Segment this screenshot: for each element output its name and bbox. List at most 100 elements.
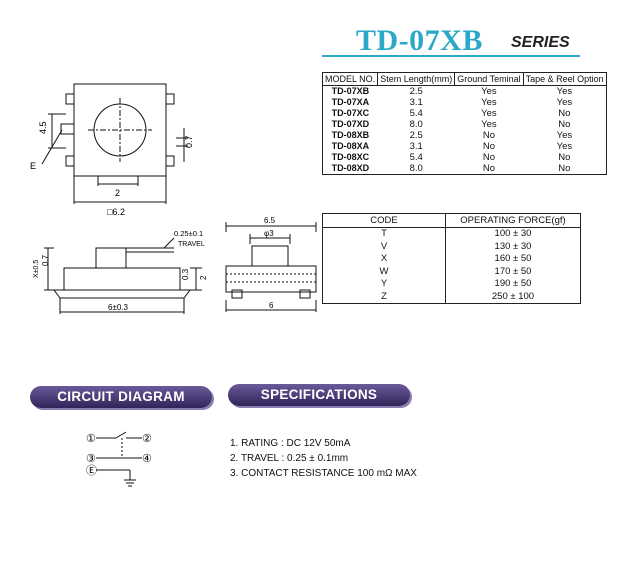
series-title: TD-07XB: [356, 24, 483, 57]
model-table-header: MODEL NO. Stem Length(mm) Ground Teminal…: [322, 72, 607, 86]
stem-cell: 8.0: [409, 163, 423, 174]
table-row: X 160 ± 50: [322, 253, 581, 266]
model-cell: TD-07XD: [331, 119, 370, 129]
dim-6-2: □6.2: [107, 207, 125, 217]
ground-cell: Yes: [481, 108, 497, 119]
circuit-diagram-banner: CIRCUIT DIAGRAM: [30, 386, 212, 408]
force-cell: 160 ± 50: [494, 253, 532, 264]
reel-cell: No: [558, 108, 571, 119]
spec-contact-resistance: 3. CONTACT RESISTANCE 100 mΩ MAX: [230, 468, 417, 479]
col-ground-terminal: Ground Teminal: [454, 72, 524, 86]
ground-cell: Yes: [481, 119, 497, 130]
side-view-drawing: 0.25±0.1 TRAVEL X±0.5 0.7 0.3 2 6±0.3: [33, 229, 208, 314]
dim-0-7: 0.7: [184, 135, 194, 148]
specifications-banner: SPECIFICATIONS: [228, 384, 410, 406]
reel-cell: Yes: [556, 130, 573, 141]
front-view-body: [225, 265, 317, 293]
table-row: T 100 ± 30: [322, 227, 581, 241]
stem-cell: 3.1: [409, 141, 423, 152]
force-cell: 100 ± 30: [494, 228, 532, 239]
dim-0-7-side: 0.7: [41, 254, 50, 266]
table-row: Y 190 ± 50: [322, 278, 581, 291]
table-row: TD-08XB 2.5 No Yes: [323, 130, 607, 141]
code-cell: V: [322, 240, 446, 253]
model-cell: TD-08XB: [331, 130, 370, 140]
specifications-list: 1. RATING : DC 12V 50mA 2. TRAVEL : 0.25…: [230, 436, 417, 481]
pin-e: Ⓔ: [86, 464, 97, 477]
table-row: TD-08XD 8.0 No No: [323, 163, 607, 175]
table-row: V 130 ± 30: [322, 240, 581, 253]
spec-travel: 2. TRAVEL : 0.25 ± 0.1mm: [230, 453, 349, 464]
col-tape-reel: Tape & Reel Option: [523, 72, 607, 86]
ground-terminal: [60, 123, 75, 135]
pin-3: ③: [86, 453, 96, 465]
force-table-header: CODE OPERATING FORCE(gf): [322, 213, 581, 228]
ground-cell: Yes: [481, 97, 497, 108]
model-cell: TD-08XD: [331, 163, 370, 173]
dim-width: 6±0.3: [108, 303, 129, 312]
dim-2-side: 2: [199, 275, 208, 280]
dim-4-5: 4.5: [38, 121, 48, 134]
reel-cell: Yes: [556, 86, 573, 97]
force-cell: 190 ± 50: [494, 278, 532, 289]
stem-cell: 5.4: [409, 108, 423, 119]
col-model: MODEL NO.: [322, 72, 379, 86]
ground-cell: Yes: [481, 86, 497, 97]
model-cell: TD-08XC: [331, 152, 370, 162]
side-view-stem: [95, 247, 127, 269]
reel-cell: Yes: [556, 141, 573, 152]
label-e: E: [30, 161, 36, 171]
pin-2: ②: [142, 433, 152, 445]
pin-1: ①: [86, 433, 96, 445]
reel-cell: Yes: [556, 97, 573, 108]
stem-cell: 2.5: [409, 86, 423, 97]
dim-phi-3: φ3: [264, 229, 274, 238]
col-code: CODE: [322, 213, 446, 228]
col-operating-force: OPERATING FORCE(gf): [445, 213, 581, 228]
ground-cell: No: [482, 130, 495, 141]
spec-rating: 1. RATING : DC 12V 50mA: [230, 438, 351, 449]
model-cell: TD-07XB: [331, 86, 370, 96]
code-cell: T: [322, 227, 446, 241]
top-view-drawing: 4.5 0.7 2 □6.2 E: [30, 83, 194, 217]
dim-6: 6: [269, 301, 274, 310]
force-cell: 130 ± 30: [494, 240, 532, 252]
code-cell: Y: [322, 278, 446, 291]
reel-cell: No: [558, 119, 571, 130]
stem-cell: 5.4: [409, 152, 423, 163]
table-row: TD-07XB 2.5 Yes Yes: [323, 86, 607, 98]
side-view-body: [63, 267, 181, 291]
model-cell: TD-07XA: [331, 97, 370, 107]
ground-cell: No: [482, 152, 495, 163]
dim-0-3: 0.3: [181, 268, 190, 280]
pin-4: ④: [142, 453, 152, 465]
reel-cell: No: [558, 163, 571, 174]
table-row: TD-07XC 5.4 Yes No: [323, 108, 607, 119]
series-label: SERIES: [511, 34, 570, 51]
dim-travel: 0.25±0.1: [174, 229, 203, 238]
ground-cell: No: [482, 163, 495, 174]
code-cell: Z: [322, 290, 446, 304]
travel-label: TRAVEL: [178, 241, 205, 248]
circuit-diagram: ① ② ③ ④ Ⓔ: [86, 431, 152, 487]
dim-6-5: 6.5: [264, 216, 276, 225]
model-cell: TD-07XC: [331, 108, 370, 118]
force-table: CODE OPERATING FORCE(gf) T 100 ± 30 V 130 …: [322, 213, 581, 304]
switch-contact: [115, 431, 127, 439]
model-cell: TD-08XA: [331, 141, 370, 151]
force-cell: 170 ± 50: [494, 265, 532, 277]
code-cell: X: [322, 253, 446, 266]
dim-2: 2: [115, 188, 120, 198]
model-table: MODEL NO. Stem Length(mm) Ground Teminal…: [322, 72, 607, 175]
title-underline: [322, 55, 580, 57]
front-view-drawing: 6.5 φ3 6: [225, 216, 317, 312]
front-view-stem: [251, 245, 289, 267]
col-stem-length: Stem Length(mm): [377, 72, 456, 86]
stem-cell: 2.5: [409, 130, 423, 141]
